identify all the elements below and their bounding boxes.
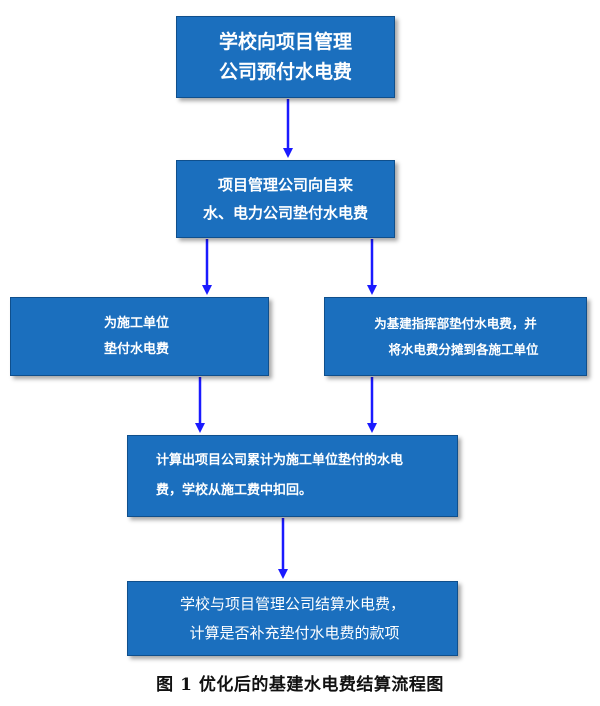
step-text-line: 学校与项目管理公司结算水电费， xyxy=(179,594,405,613)
figure-caption: 图 1 优化后的基建水电费结算流程图 xyxy=(156,675,444,695)
step-text-line: 为施工单位 xyxy=(104,315,170,331)
step-text-line: 垫付水电费 xyxy=(104,341,170,357)
step-advance-for-hq-box: 为基建指挥部垫付水电费，并 将水电费分摊到各施工单位 xyxy=(324,297,587,376)
step-text-line: 将水电费分摊到各施工单位 xyxy=(388,341,539,357)
step-text-line: 学校向项目管理 xyxy=(218,31,352,53)
step-calculate-deduct-box: 计算出项目公司累计为施工单位垫付的水电 费，学校从施工费中扣回。 xyxy=(127,435,458,517)
step-text-line: 水、电力公司垫付水电费 xyxy=(202,204,368,222)
step-advance-for-contractors-box: 为施工单位 垫付水电费 xyxy=(10,297,269,376)
step-text-line: 公司预付水电费 xyxy=(218,61,352,83)
step-text-line: 费，学校从施工费中扣回。 xyxy=(156,483,313,498)
step-text-line: 计算出项目公司累计为施工单位垫付的水电 xyxy=(156,453,404,468)
step-text-line: 项目管理公司向自来 xyxy=(217,176,353,194)
step-school-prepay-box: 学校向项目管理 公司预付水电费 xyxy=(176,16,395,98)
step-settlement-box: 学校与项目管理公司结算水电费， 计算是否补充垫付水电费的款项 xyxy=(127,581,458,656)
step-company-advance-box: 项目管理公司向自来 水、电力公司垫付水电费 xyxy=(176,160,395,238)
step-text-line: 计算是否补充垫付水电费的款项 xyxy=(189,623,400,642)
step-text-line: 为基建指挥部垫付水电费，并 xyxy=(374,315,537,331)
